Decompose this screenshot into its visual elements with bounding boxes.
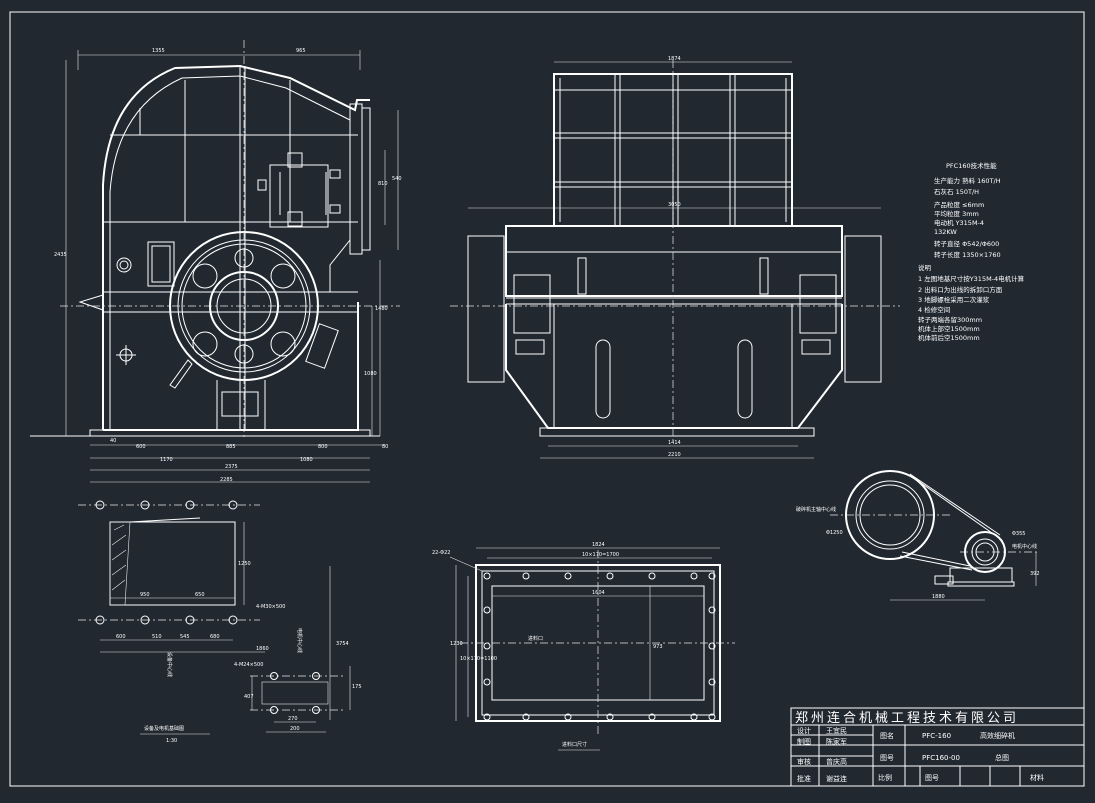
dim-found-d1: 950	[140, 592, 150, 598]
company-name: 郑州连合机械工程技术有限公司	[795, 710, 1019, 726]
dim-front-b4: 800	[318, 444, 328, 450]
dim-front-h4: 1480	[375, 306, 388, 312]
name-2: 曾庆高	[826, 757, 847, 766]
dim-belt-b: 1880	[932, 594, 945, 600]
product-name: 高效细碎机	[980, 731, 1015, 740]
sheet-border	[9, 11, 1085, 787]
side-view: 1874 3050 1414 2210	[450, 56, 900, 459]
dim-belt-a: Φ1250	[826, 530, 843, 536]
spec-line-5: 132KW	[934, 228, 957, 236]
dim-found-b3: 545	[180, 634, 190, 640]
dim-front-top-left: 1355	[152, 48, 165, 54]
dim-inlet-h: 1230	[450, 641, 463, 647]
title-block: 郑州连合机械工程技术有限公司 设计 制图 审核 批准 王宜民 陈家军 曾庆高 谢…	[790, 707, 1085, 787]
dim-found-s4: 200	[290, 726, 300, 732]
role-2: 审核	[797, 757, 811, 766]
dim-front-c1: 1170	[160, 457, 173, 463]
foundation-scale: 1:30	[166, 738, 177, 744]
notes-heading: 说明	[918, 263, 932, 272]
dim-front-total1: 2375	[225, 464, 238, 470]
note-5: 机体上部空1500mm	[918, 324, 980, 333]
model-line: PFC-160	[922, 732, 951, 740]
note-1: 2 出料口为出线的拆卸口方面	[918, 285, 1003, 294]
role-1: 制图	[797, 737, 811, 746]
front-view: 1355 965 2435 810 540 1080 1480 40 600 8…	[30, 40, 402, 483]
spec-line-2: 产品粒度 ≤6mm	[934, 200, 984, 209]
dim-side-b2: 2210	[668, 452, 681, 458]
dim-front-c2: 1080	[300, 457, 313, 463]
dim-front-height: 2435	[54, 252, 67, 258]
spec-block: PFC160技术性能 生产能力 熟料 160T/H 石灰石 150T/H 产品粒…	[918, 161, 1025, 342]
bottom-label-material: 材料	[1030, 773, 1044, 782]
inlet-view: 1824 10×170=1700 1604 1230 10×170=1100 9…	[432, 542, 735, 751]
label-crusher-center: 设备中心线	[166, 652, 173, 677]
dim-front-h2: 540	[392, 176, 402, 182]
role-0: 设计	[797, 726, 811, 735]
dim-side-mid: 3050	[668, 202, 681, 208]
foundation-caption: 设备及电机基础图	[144, 725, 184, 732]
label-bolt-spec-3: 4-M24×500	[234, 662, 263, 668]
note-6: 机体前后空1500mm	[918, 333, 980, 342]
dim-front-top-right: 965	[296, 48, 306, 54]
dim-front-b1: 40	[110, 438, 116, 444]
label-inlet-port: 进料口	[528, 635, 543, 642]
dim-front-b2: 600	[136, 444, 146, 450]
dim-found-h: 1250	[238, 561, 251, 567]
bottom-label-scale: 比例	[878, 773, 892, 782]
dim-front-total2: 2285	[220, 477, 233, 483]
spec-line-1: 石灰石 150T/H	[934, 187, 979, 196]
label-drawing-no: 图号	[880, 754, 894, 762]
spec-line-6: 转子直径 Φ542/Φ600	[934, 239, 999, 248]
note-3: 4 检修空间	[918, 305, 950, 314]
dim-belt-d: 392	[1030, 571, 1040, 577]
label-motor-center: 电机中心线	[296, 628, 303, 653]
belt-drive-view: 1880 392 Φ1250 Φ355 破碎机主轴中心线 电机中心线	[796, 470, 1040, 601]
spec-line-4: 电动机 Y315M-4	[934, 218, 984, 227]
dim-inlet-h2: 10×170=1100	[460, 656, 497, 662]
note-2: 3 地脚螺栓采用二次灌浆	[918, 295, 990, 304]
name-1: 陈家军	[826, 737, 847, 746]
note-0: 1 左图地基尺寸按Y315M-4电机计算	[918, 274, 1025, 283]
bottom-label-no: 图号	[925, 774, 939, 782]
drawing-no: PFC160-00	[922, 754, 960, 762]
role-3: 批准	[797, 774, 811, 783]
dim-found-b4: 680	[210, 634, 220, 640]
dim-found-s1: 175	[352, 684, 362, 690]
dim-inlet-w3: 1604	[592, 590, 605, 596]
label-bolt-spec-1: 22-Φ22	[432, 550, 450, 556]
dim-front-b5: 80	[382, 444, 388, 450]
dim-inlet-w2: 10×170=1700	[582, 552, 619, 558]
dim-found-side: 3754	[336, 641, 349, 647]
spec-line-3: 平均粒度 3mm	[934, 209, 979, 218]
name-0: 王宜民	[826, 726, 847, 735]
dim-found-w: 1860	[256, 646, 269, 652]
dim-found-b2: 510	[152, 634, 162, 640]
label-bolt-spec-2: 4-M30×500	[256, 604, 285, 610]
name-3: 谢益连	[826, 774, 847, 783]
dim-found-b1: 600	[116, 634, 126, 640]
dim-found-s3: 270	[288, 716, 298, 722]
spec-line-7: 转子长度 1350×1760	[934, 250, 1001, 259]
inlet-caption: 进料口尺寸	[562, 741, 587, 748]
dim-belt-c: Φ355	[1012, 531, 1025, 537]
dim-found-s2: 407	[244, 694, 254, 700]
dim-side-top: 1874	[668, 56, 681, 62]
label-drawing-name: 图名	[880, 731, 894, 740]
dim-front-b3: 885	[226, 444, 236, 450]
foundation-plan: 950 650 1250 600 510 545 680 1860 3754 4…	[78, 500, 362, 744]
label-belt-motor: 电机中心线	[1012, 543, 1037, 550]
spec-heading: PFC160技术性能	[946, 161, 997, 170]
dim-inlet-h3: 973	[653, 644, 663, 650]
spec-line-0: 生产能力 熟料 160T/H	[934, 176, 1001, 185]
note-4: 转子两端各留300mm	[918, 315, 982, 324]
dim-found-d2: 650	[195, 592, 205, 598]
dim-side-b1: 1414	[668, 440, 681, 446]
label-belt-crusher: 破碎机主轴中心线	[796, 506, 836, 513]
dim-front-h3: 1080	[364, 371, 377, 377]
dim-inlet-w: 1824	[592, 542, 605, 548]
dim-front-h1: 810	[378, 181, 388, 187]
drawing-kind: 总图	[995, 753, 1009, 762]
